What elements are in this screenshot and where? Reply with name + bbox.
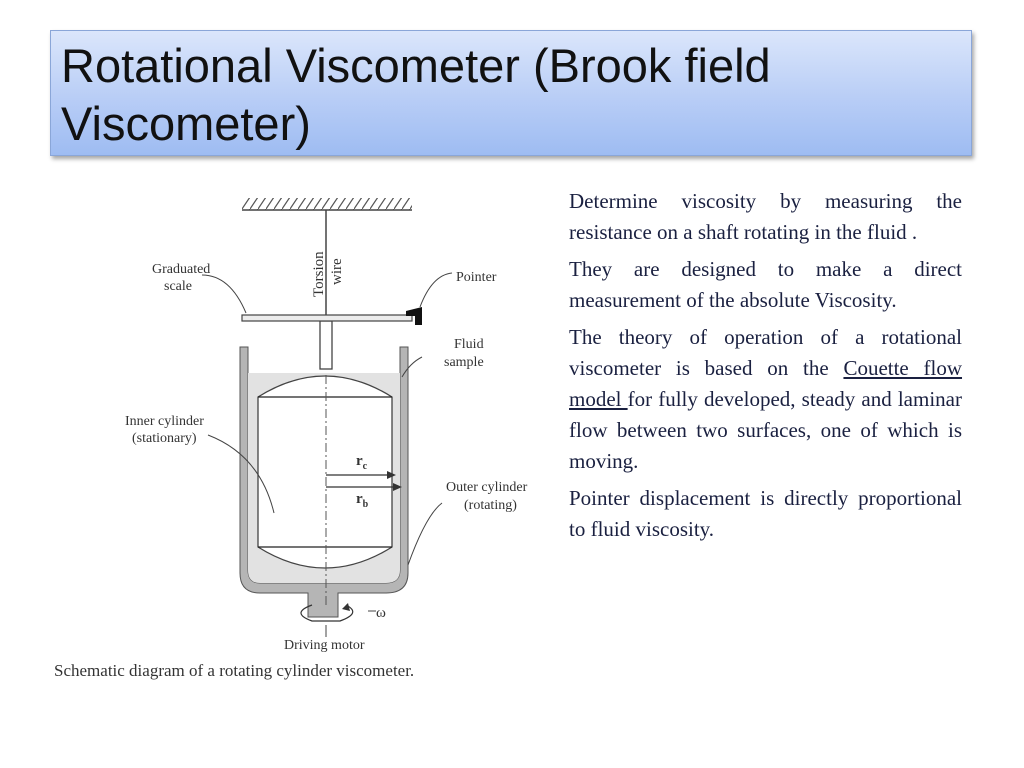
sample-label: sample [444, 355, 484, 370]
ceiling-hatch [242, 198, 412, 211]
couette-flow-link[interactable]: Couette flow model [569, 356, 963, 411]
rb-label: rb [356, 491, 369, 510]
rotating-label: (rotating) [464, 498, 517, 513]
description: Determine viscosity by measuring the res… [569, 186, 962, 551]
scale-label: scale [164, 279, 192, 294]
pointer [406, 307, 422, 325]
pointer-label: Pointer [456, 270, 497, 285]
paragraph-1: Determine viscosity by measuring the res… [569, 189, 962, 244]
outer-cylinder-label: Outer cylinder [446, 480, 528, 495]
paragraph-2: They are designed to make a direct measu… [569, 257, 962, 312]
omega-label: ω [376, 605, 386, 621]
rc-label: rc [356, 453, 368, 472]
torsion-label: Torsion [311, 251, 327, 297]
leader-lines [201, 272, 453, 637]
driving-motor-label: Driving motor [284, 638, 365, 653]
inner-cylinder-label: Inner cylinder [125, 414, 204, 429]
wire-label: wire [329, 258, 345, 285]
paragraph-3-start: The theory of operation of a rotational … [569, 325, 962, 380]
viscometer-diagram: rc rb Torsion wire Graduated scale Point… [54, 198, 528, 680]
paragraph-4: Pointer displacement is directly proport… [569, 486, 962, 541]
graduated-label: Graduated [152, 262, 210, 277]
graduated-scale [241, 314, 413, 322]
radius-arrows [326, 471, 402, 491]
fluid-label: Fluid [454, 337, 484, 352]
rotation-arrow [300, 604, 354, 622]
diagram-caption: Schematic diagram of a rotating cylinder… [54, 661, 414, 680]
paragraph-3-end: for fully developed, steady and laminar … [569, 387, 962, 473]
stationary-label: (stationary) [132, 431, 197, 446]
title-banner: Rotational Viscometer (Brook field Visco… [50, 30, 972, 156]
paragraph-3: The theory of operation of a rotational … [569, 322, 962, 477]
inner-cylinder [257, 375, 393, 569]
shaft [319, 320, 333, 370]
slide-title: Rotational Viscometer (Brook field Visco… [61, 39, 771, 150]
